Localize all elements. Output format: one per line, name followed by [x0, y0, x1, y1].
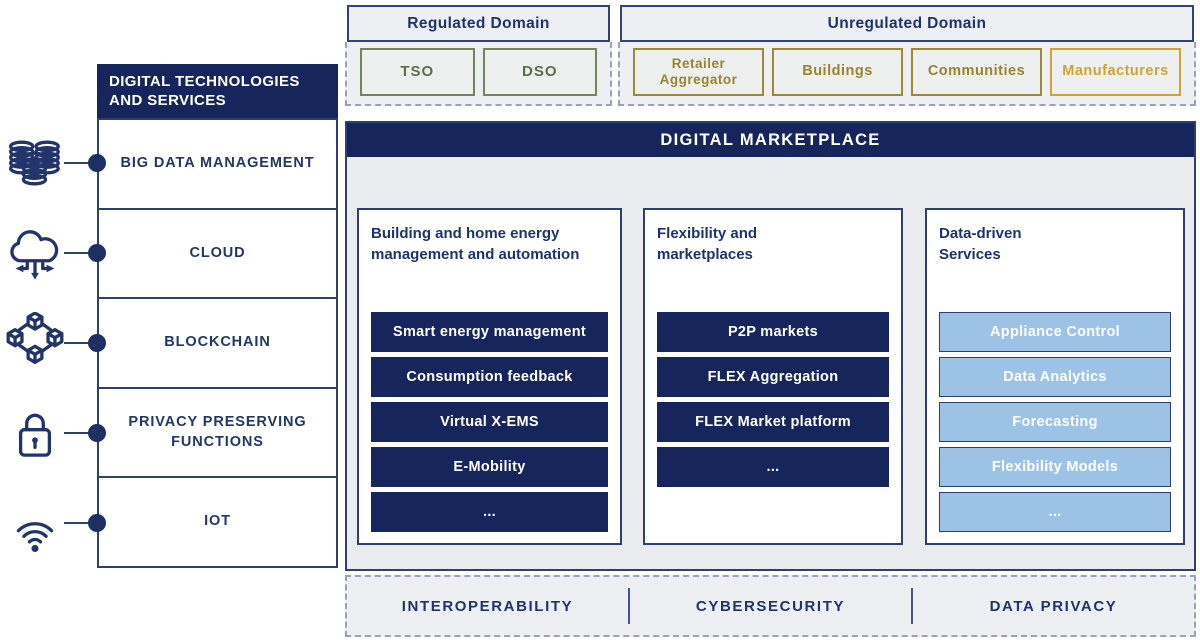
service-pill-light: ...: [939, 492, 1171, 532]
wifi-icon: [4, 492, 66, 554]
actor-dso: DSO: [482, 48, 597, 96]
footer-data-privacy: DATA PRIVACY: [989, 597, 1118, 615]
footer-cybersecurity: CYBERSECURITY: [695, 597, 846, 615]
unregulated-domain-container: Retailer Aggregator Buildings Communitie…: [618, 42, 1196, 106]
actor-label: Buildings: [802, 63, 873, 80]
sidebar-item-privacy: PRIVACY PRESERVING FUNCTIONS: [97, 386, 338, 479]
padlock-icon: [4, 402, 66, 464]
connector-dot: [88, 334, 106, 352]
footer-bar: INTEROPERABILITY CYBERSECURITY DATA PRIV…: [345, 575, 1196, 637]
sidebar-title: DIGITAL TECHNOLOGIES AND SERVICES: [97, 64, 338, 118]
service-pill: Smart energy management: [371, 312, 608, 352]
sidebar-title-line2: AND SERVICES: [109, 92, 227, 109]
connector-dot: [88, 244, 106, 262]
digital-marketplace-header: DIGITAL MARKETPLACE: [347, 123, 1194, 157]
service-pill-light: Forecasting: [939, 402, 1171, 442]
service-pill-light: Flexibility Models: [939, 447, 1171, 487]
digital-marketplace-title: DIGITAL MARKETPLACE: [660, 130, 881, 149]
connector-dot: [88, 424, 106, 442]
regulated-domain-title: Regulated Domain: [407, 14, 550, 32]
unregulated-domain-title: Unregulated Domain: [827, 14, 987, 32]
actor-manufacturers: Manufacturers: [1050, 48, 1181, 96]
regulated-domain-container: TSO DSO: [345, 42, 612, 106]
actor-retailer-aggregator: Retailer Aggregator: [633, 48, 764, 96]
sidebar-item-label: BLOCKCHAIN: [164, 334, 271, 351]
column-data-driven-services: Data-driven Services Appliance Control D…: [925, 208, 1185, 545]
service-pill: FLEX Aggregation: [657, 357, 889, 397]
column-title: Data-driven Services: [939, 225, 1022, 263]
sidebar-item-label: BIG DATA MANAGEMENT: [120, 155, 315, 172]
actor-label: Manufacturers: [1062, 63, 1169, 80]
footer-divider: [911, 588, 913, 624]
connector-line: [64, 522, 97, 524]
connector-line: [64, 162, 97, 164]
service-pill: ...: [657, 447, 889, 487]
column-title: Building and home energy management and …: [371, 225, 580, 263]
actor-label: Retailer Aggregator: [659, 55, 738, 87]
blockchain-cubes-icon: [4, 311, 66, 374]
footer-divider: [628, 588, 630, 624]
sidebar-item-big-data: BIG DATA MANAGEMENT: [97, 118, 338, 210]
footer-interoperability: INTEROPERABILITY: [401, 597, 574, 615]
service-pill: Consumption feedback: [371, 357, 608, 397]
service-pill-light: Data Analytics: [939, 357, 1171, 397]
service-pill: P2P markets: [657, 312, 889, 352]
column-building-home-energy: Building and home energy management and …: [357, 208, 622, 545]
actor-tso: TSO: [360, 48, 475, 96]
regulated-domain-header: Regulated Domain: [347, 5, 610, 42]
sidebar-items: BIG DATA MANAGEMENT CLOUD BLOCKCHAIN PRI…: [97, 118, 338, 568]
sidebar-item-blockchain: BLOCKCHAIN: [97, 297, 338, 389]
cloud-icon: [4, 222, 66, 284]
connector-line: [64, 342, 97, 344]
service-pill-light: Appliance Control: [939, 312, 1171, 352]
connector-line: [64, 252, 97, 254]
connector-line: [64, 432, 97, 434]
sidebar-title-line1: DIGITAL TECHNOLOGIES: [109, 72, 300, 90]
sidebar-item-label: PRIVACY PRESERVING FUNCTIONS: [128, 414, 307, 450]
service-pill: FLEX Market platform: [657, 402, 889, 442]
service-pill: E-Mobility: [371, 447, 608, 487]
coin-stacks-icon: [4, 132, 66, 194]
column-title: Flexibility and marketplaces: [657, 225, 758, 263]
service-pill: ...: [371, 492, 608, 532]
connector-dot: [88, 154, 106, 172]
unregulated-domain-header: Unregulated Domain: [620, 5, 1194, 42]
actor-communities: Communities: [911, 48, 1042, 96]
actor-label: Communities: [927, 63, 1026, 80]
sidebar-item-label: CLOUD: [189, 244, 246, 261]
service-pill: Virtual X-EMS: [371, 402, 608, 442]
sidebar-item-cloud: CLOUD: [97, 207, 338, 300]
connector-dot: [88, 514, 106, 532]
sidebar-item-label: IOT: [204, 513, 231, 530]
sidebar-item-iot: IOT: [97, 476, 338, 568]
actor-buildings: Buildings: [772, 48, 903, 96]
actor-label: TSO: [400, 63, 435, 80]
column-flexibility-marketplaces: Flexibility and marketplaces P2P markets…: [643, 208, 903, 545]
actor-label: DSO: [521, 63, 558, 80]
